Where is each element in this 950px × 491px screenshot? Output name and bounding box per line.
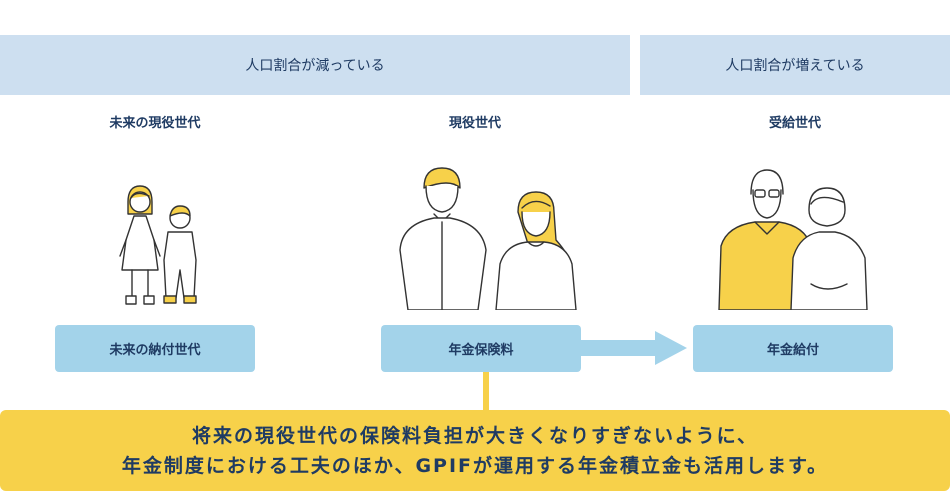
summary-line-1: 将来の現役世代の保険料負担が大きくなりすぎないように、: [191, 424, 759, 447]
label-recipient-generation: 受給世代: [768, 116, 822, 131]
band-increasing-label: 人口割合が増えている: [725, 58, 865, 74]
pill-future-payers: 未来の納付世代: [55, 325, 255, 372]
summary-banner: 将来の現役世代の保険料負担が大きくなりすぎないように、 年金制度における工夫のほ…: [0, 410, 950, 491]
pill-pension-benefit-label: 年金給付: [766, 343, 819, 358]
flow-arrow-head: [655, 331, 687, 365]
pill-future-payers-label: 未来の納付世代: [109, 343, 201, 358]
band-increasing: 人口割合が増えている: [640, 35, 950, 95]
label-future-generation: 未来の現役世代: [109, 116, 201, 131]
pill-pension-premium: 年金保険料: [381, 325, 581, 372]
working-adults-icon: [399, 167, 577, 310]
label-current-generation: 現役世代: [448, 116, 502, 131]
band-decreasing: 人口割合が減っている: [0, 35, 630, 95]
band-decreasing-label: 人口割合が減っている: [245, 58, 385, 74]
banner-connector: [483, 372, 489, 412]
pill-pension-benefit: 年金給付: [693, 325, 893, 372]
summary-line-2: 年金制度における工夫のほか、GPIFが運用する年金積立金も活用します。: [121, 454, 829, 477]
flow-arrow-body: [581, 340, 656, 356]
children-icon: [119, 185, 197, 305]
pill-pension-premium-label: 年金保険料: [448, 343, 514, 358]
elderly-couple-icon: [718, 169, 868, 310]
